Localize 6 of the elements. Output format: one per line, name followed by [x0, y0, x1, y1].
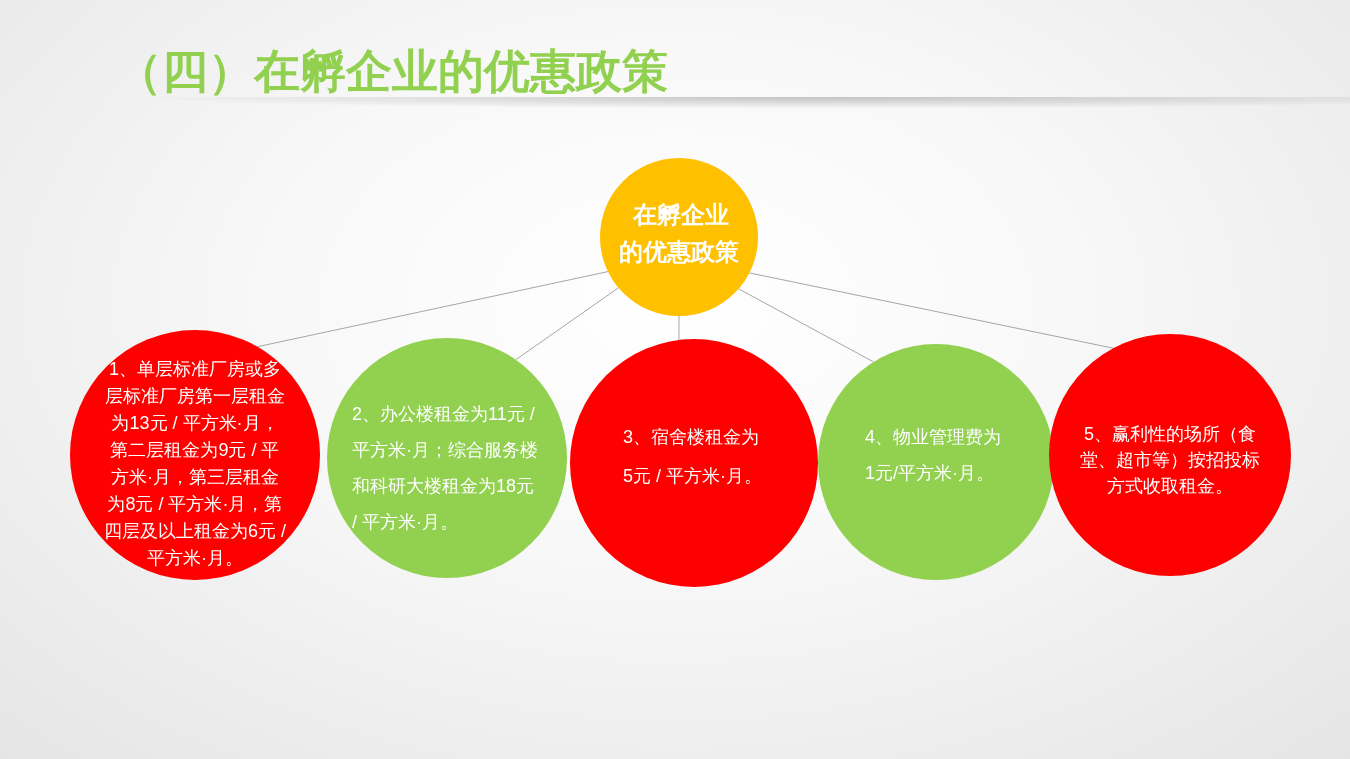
connector-line: [738, 288, 874, 363]
slide-title: （四）在孵企业的优惠政策: [116, 48, 668, 94]
connector-line: [257, 271, 609, 348]
connector-line: [748, 272, 1114, 349]
connector-line: [515, 287, 619, 361]
connector-line: [678, 315, 680, 341]
